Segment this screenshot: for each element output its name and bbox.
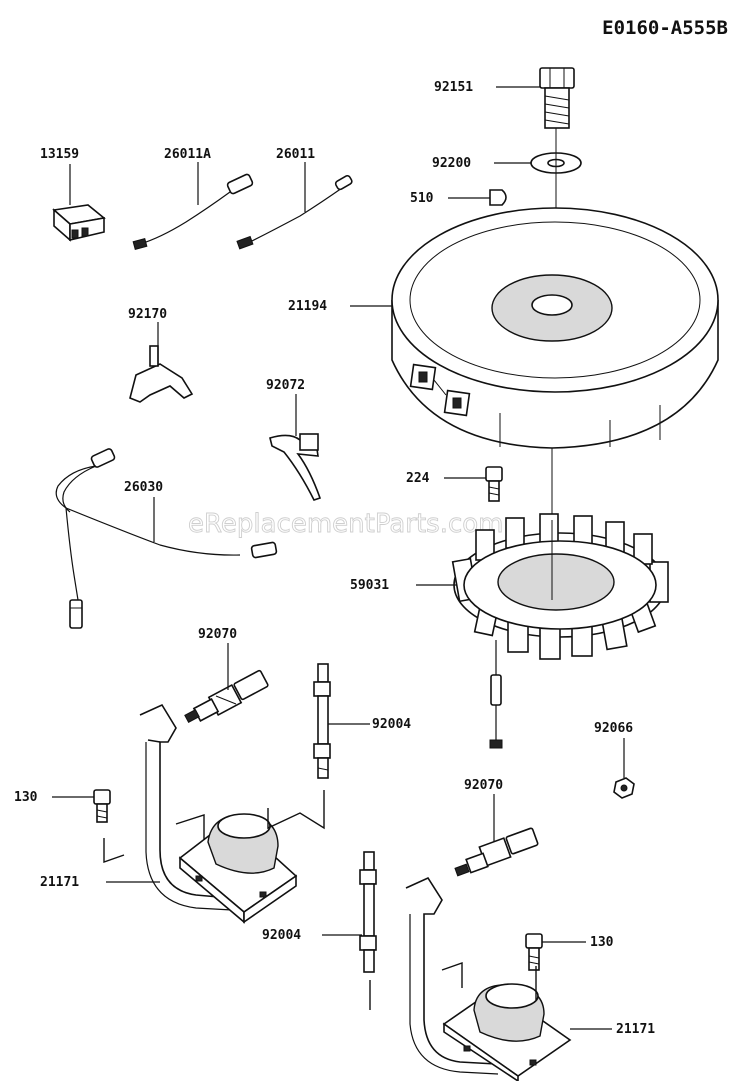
stud-92004-upper[interactable]: [313, 663, 331, 779]
ignition-coil-21171-upper[interactable]: [139, 703, 298, 924]
label-13159: 13159: [40, 147, 79, 162]
label-130-right: 130: [590, 935, 614, 950]
lead-wire-26011A[interactable]: [132, 173, 254, 251]
clamp-92170[interactable]: [129, 345, 194, 403]
bolt-130-left[interactable]: [93, 789, 111, 823]
spark-plug-92070-lower[interactable]: [454, 827, 539, 877]
label-21194: 21194: [288, 299, 327, 314]
label-92151: 92151: [434, 80, 473, 95]
watermark: eReplacementParts.com: [188, 509, 504, 539]
label-92070-upper: 92070: [198, 627, 237, 642]
screw-224[interactable]: [485, 466, 503, 502]
label-510: 510: [410, 191, 434, 206]
label-92170: 92170: [128, 307, 167, 322]
stud-92004-lower[interactable]: [359, 851, 377, 973]
label-21171-upper: 21171: [40, 875, 79, 890]
label-21171-lower: 21171: [616, 1022, 655, 1037]
label-92070-lower: 92070: [464, 778, 503, 793]
label-26011A: 26011A: [164, 147, 211, 162]
label-130-left: 130: [14, 790, 38, 805]
label-92066: 92066: [594, 721, 633, 736]
connector-13159[interactable]: [52, 204, 106, 242]
label-59031: 59031: [350, 578, 389, 593]
nut-92066[interactable]: [613, 777, 635, 799]
bolt-92151[interactable]: [539, 67, 575, 129]
diagram-code: E0160-A555B: [602, 17, 728, 39]
label-92072: 92072: [266, 378, 305, 393]
label-92004-lower: 92004: [262, 928, 301, 943]
bolt-130-right[interactable]: [525, 933, 543, 971]
key-510[interactable]: [489, 189, 507, 206]
ignition-coil-21171-lower[interactable]: [405, 876, 572, 1081]
label-26011: 26011: [276, 147, 315, 162]
spark-plug-92070-upper[interactable]: [184, 669, 269, 724]
stator-lead-wire: [489, 640, 503, 749]
label-224: 224: [406, 471, 430, 486]
label-26030: 26030: [124, 480, 163, 495]
flywheel-21194[interactable]: [391, 207, 719, 449]
label-92004-upper: 92004: [372, 717, 411, 732]
label-92200: 92200: [432, 156, 471, 171]
lead-wire-26011[interactable]: [236, 174, 353, 250]
cable-band-92072[interactable]: [269, 433, 322, 501]
stator-59031[interactable]: [451, 513, 669, 660]
harness-26030[interactable]: [55, 448, 278, 629]
